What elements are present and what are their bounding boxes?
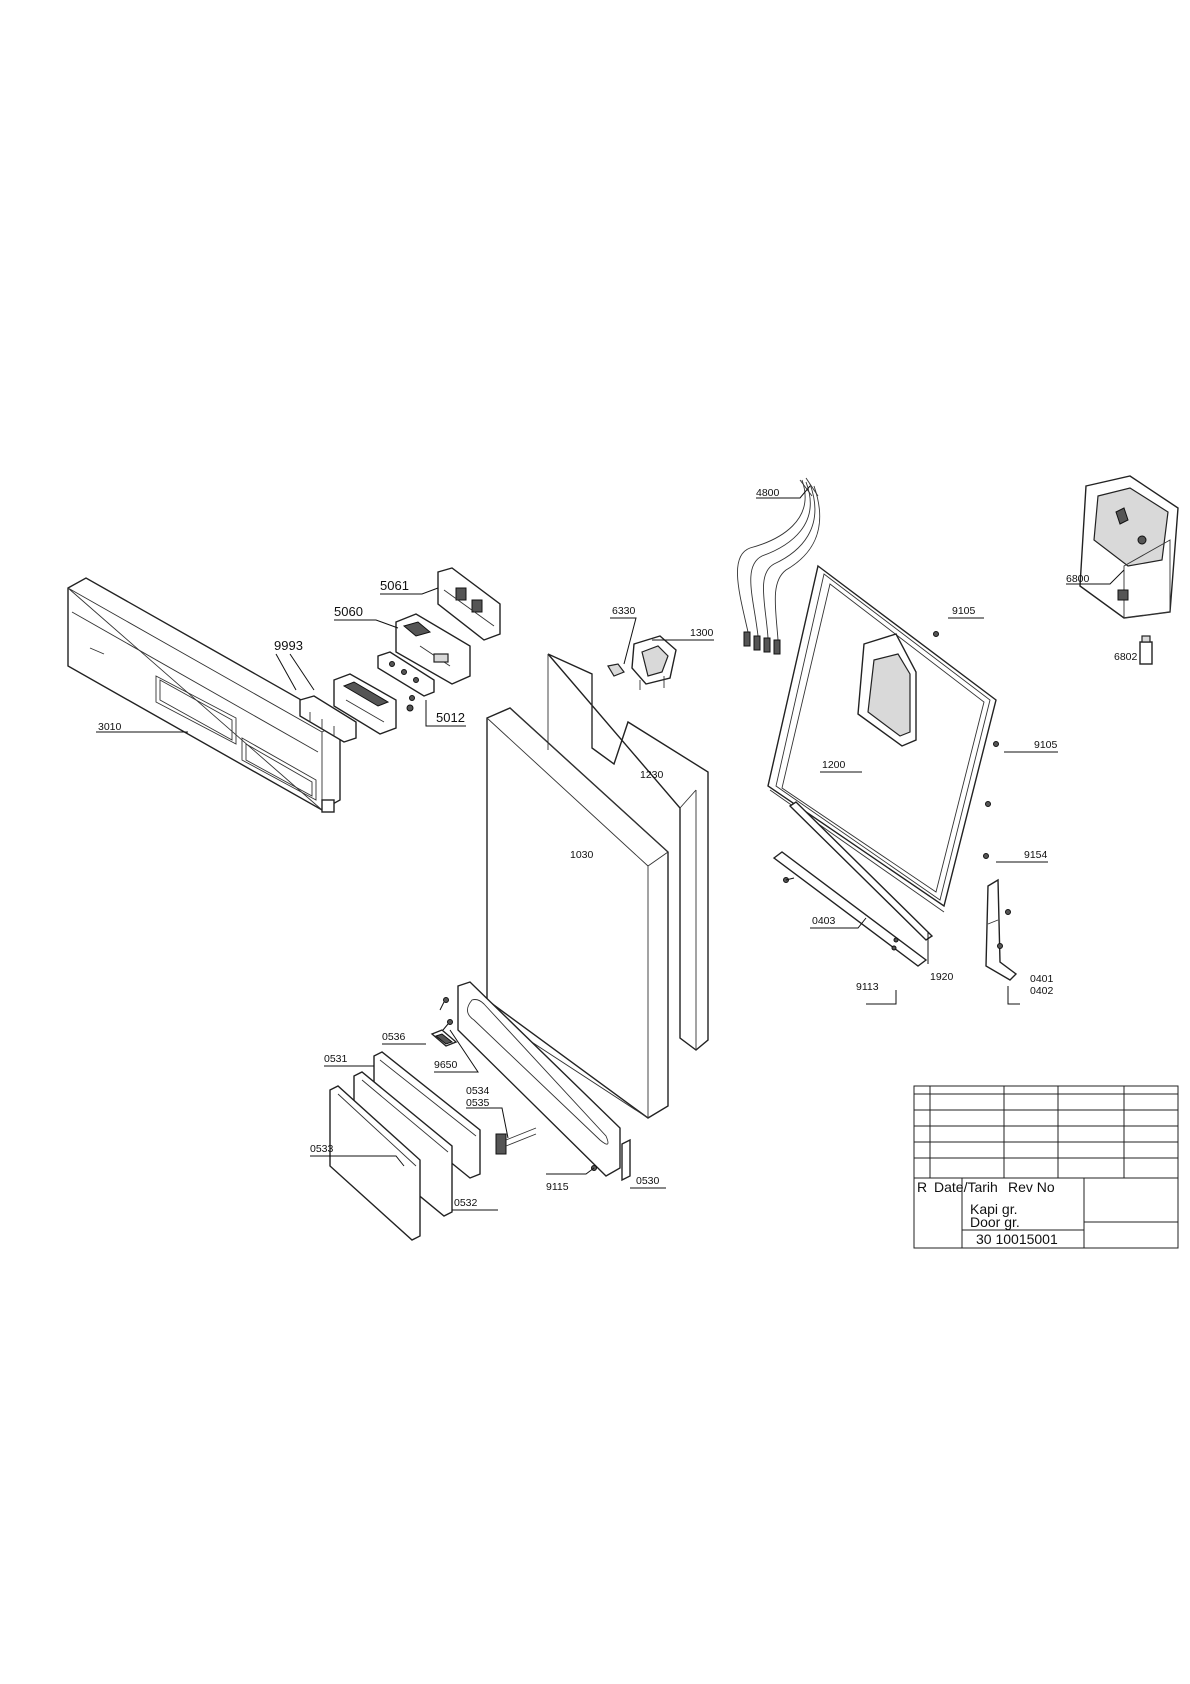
inner-door-1200 [767,564,997,913]
display-board-9993 [299,673,415,743]
kick-panel-0533 [329,1085,421,1241]
label-9993: 9993 [274,638,303,653]
label-0402: 0402 [1030,985,1054,997]
label-0403: 0403 [812,915,836,927]
title-block-group-tr: Kapi gr. [970,1201,1017,1217]
clip-0536 [430,1029,458,1047]
door-bottom-frame-0530 [457,981,631,1182]
label-0535: 0535 [466,1097,490,1109]
wiring-harness-4800 [737,477,821,655]
part-6802 [1139,635,1153,665]
label-0401: 0401 [1030,973,1054,985]
leader-lines [96,485,1125,1211]
label-9105-top: 9105 [952,605,976,617]
rods-0534-0535 [495,1127,537,1155]
label-9650: 9650 [434,1059,458,1071]
label-0533: 0533 [310,1143,334,1155]
lock-1300 [631,635,677,690]
title-block-rev-letter: R [917,1179,927,1195]
label-1200: 1200 [822,759,846,771]
label-0531: 0531 [324,1053,348,1065]
screws [783,631,999,951]
detergent-dispenser-6800 [1079,475,1179,619]
label-9105-right: 9105 [1034,739,1058,751]
title-block-drawing-no: 30 10015001 [976,1231,1058,1247]
label-1300: 1300 [690,627,714,639]
part-6330 [607,663,625,677]
label-5061: 5061 [380,578,409,593]
label-9113: 9113 [856,981,879,993]
hinge-0401-0402 [985,878,1018,981]
label-6800: 6800 [1066,573,1090,585]
label-3010: 3010 [98,721,122,733]
label-9154: 9154 [1024,849,1048,861]
label-4800: 4800 [756,487,780,499]
label-6802: 6802 [1114,651,1138,663]
label-1030: 1030 [570,849,594,861]
part-labels: 4800 6800 6802 5061 5060 9993 5012 3010 … [98,487,1138,1209]
title-block-rev-label: Rev No [1008,1179,1055,1195]
label-0532: 0532 [454,1197,478,1209]
module-5060 [395,613,471,685]
label-1230: 1230 [640,769,664,781]
strip-1920 [788,801,934,941]
label-1920: 1920 [930,971,954,983]
strip-0403 [772,851,928,967]
label-9115: 9115 [546,1181,569,1193]
title-block-group-en: Door gr. [970,1214,1020,1230]
inner-liner-1230 [547,653,709,1051]
screws-9650 [439,997,453,1031]
title-block-date-label: Date/Tarih [934,1179,998,1195]
label-6330: 6330 [612,605,636,617]
control-panel-3010 [67,577,341,813]
label-5060: 5060 [334,604,363,619]
label-5012: 5012 [436,710,465,725]
strip-5012 [377,651,435,697]
title-block: R Date/Tarih Rev No Kapi gr. Door gr. 30… [913,1085,1179,1249]
label-0534: 0534 [466,1085,490,1097]
label-0530: 0530 [636,1175,660,1187]
label-0536: 0536 [382,1031,406,1043]
bracket-5061 [437,567,501,641]
